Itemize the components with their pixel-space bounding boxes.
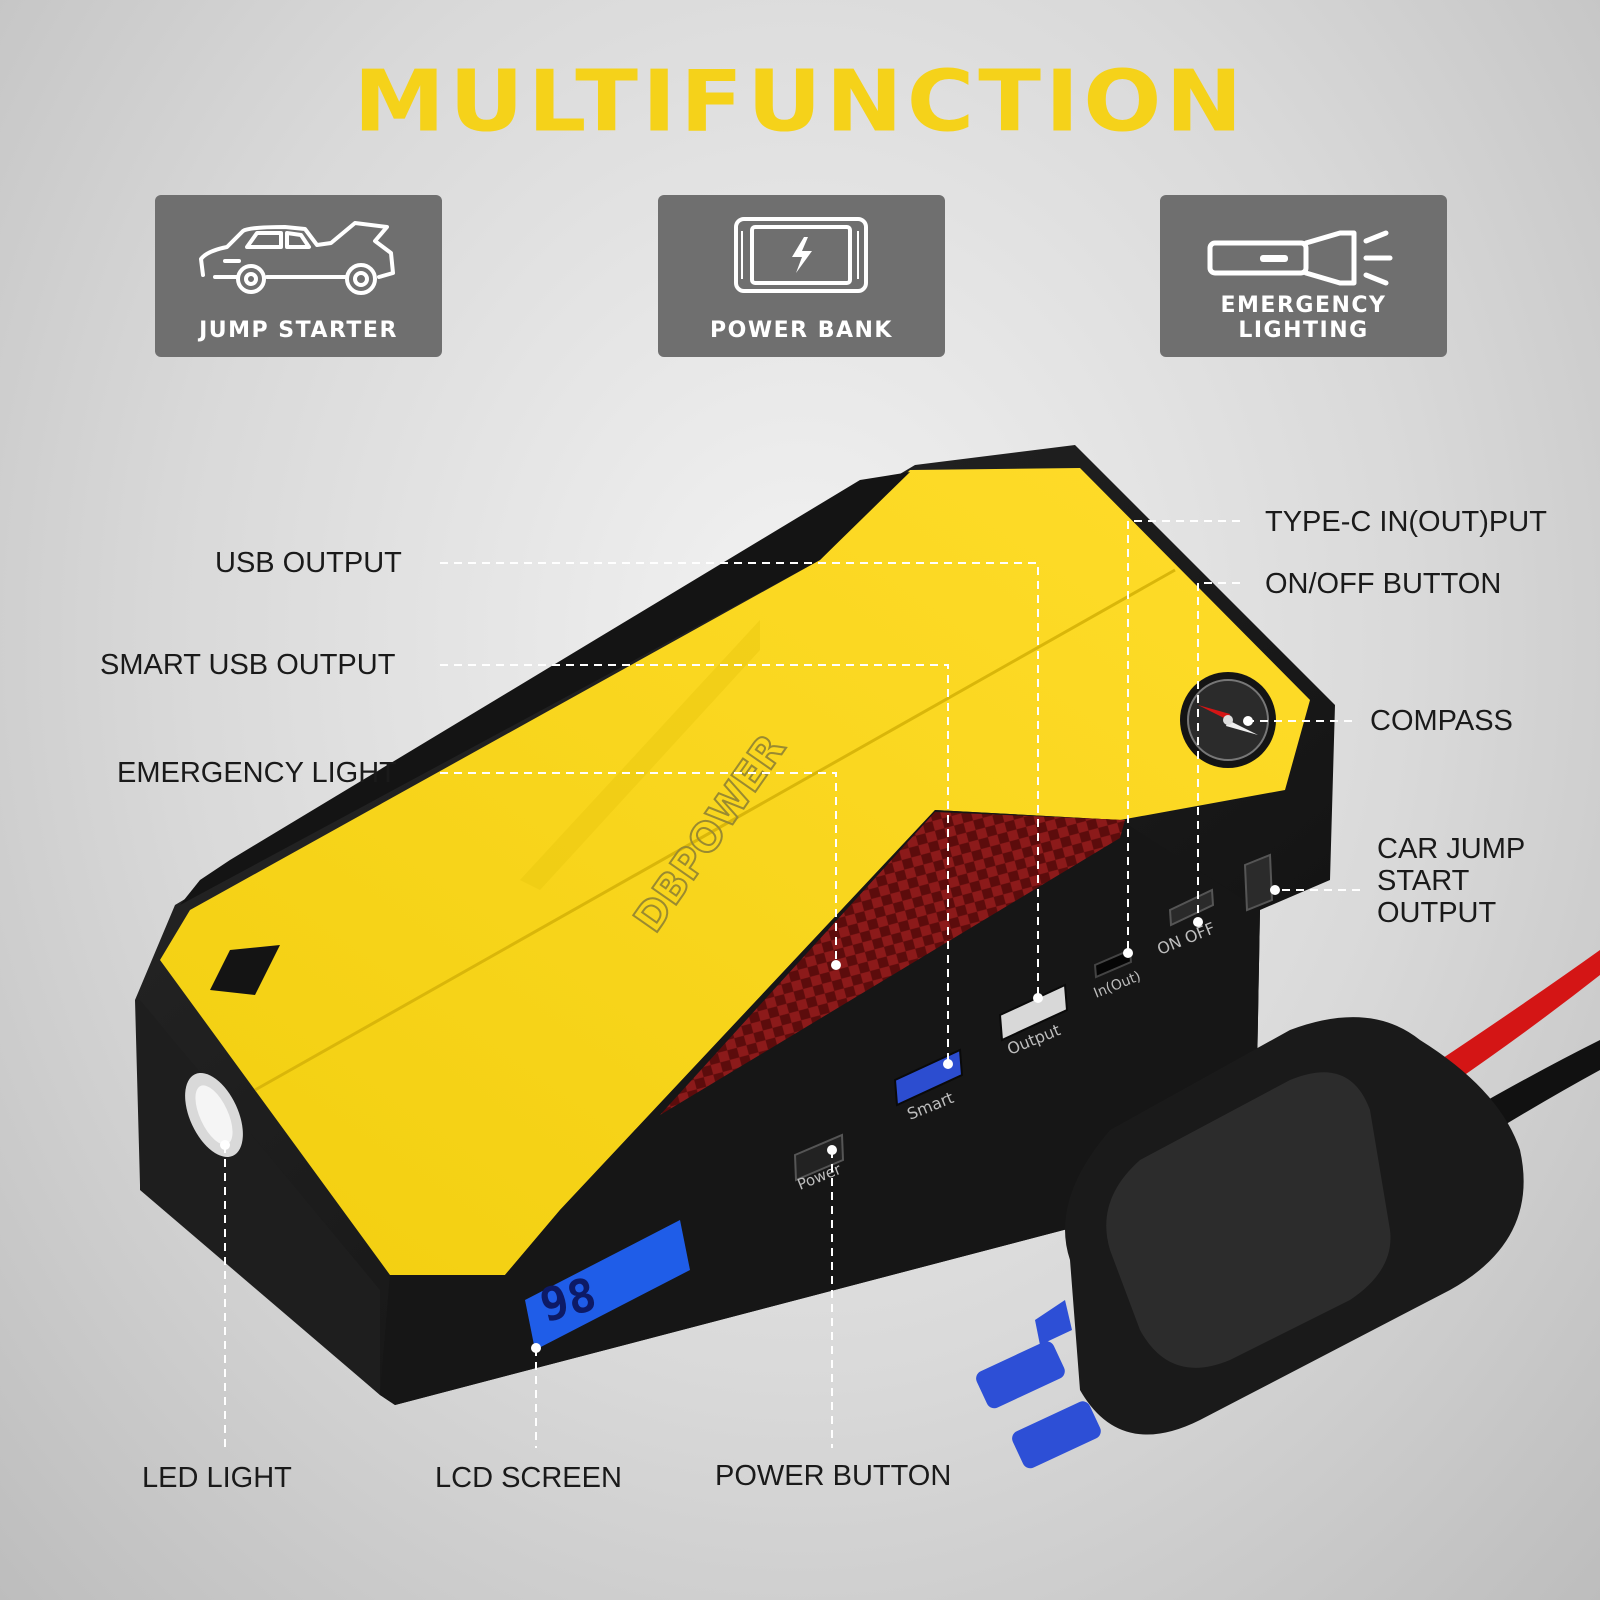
leader-lines	[224, 520, 1360, 1448]
compass	[1180, 672, 1276, 768]
callout-lcd-screen: LCD SCREEN	[435, 1462, 622, 1494]
jump-start-port	[1243, 853, 1274, 912]
callout-on-off-button: ON/OFF BUTTON	[1265, 568, 1502, 600]
cable-clamp	[976, 950, 1600, 1469]
callout-usb-output: USB OUTPUT	[215, 547, 402, 579]
callout-line: CAR JUMP	[1377, 833, 1526, 865]
callout-type-c: TYPE-C IN(OUT)PUT	[1265, 506, 1547, 538]
lcd-screen: 98	[525, 1220, 690, 1350]
lcd-reading: 98	[535, 1267, 602, 1333]
leader-dots	[220, 716, 1280, 1353]
callout-power-button: POWER BUTTON	[715, 1460, 952, 1492]
feature-label: POWER BANK	[710, 318, 893, 343]
usb-port	[998, 983, 1069, 1042]
callout-smart-usb-output: SMART USB OUTPUT	[100, 649, 396, 681]
power-bank-icon	[734, 217, 868, 293]
feature-label: EMERGENCY LIGHTING	[1220, 293, 1387, 343]
feature-card-jump-starter: JUMP STARTER	[155, 195, 442, 357]
car-icon	[199, 221, 395, 295]
feature-card-power-bank: POWER BANK	[658, 195, 945, 357]
feature-card-emergency-lighting: EMERGENCY LIGHTING	[1160, 195, 1447, 357]
feature-label: JUMP STARTER	[199, 318, 398, 343]
flashlight-icon	[1207, 230, 1393, 286]
callout-car-jump-start-output: CAR JUMP START OUTPUT	[1377, 833, 1525, 929]
callout-emergency-light: EMERGENCY LIGHT	[117, 757, 397, 789]
callout-led-light: LED LIGHT	[142, 1462, 292, 1494]
callout-line: OUTPUT	[1377, 897, 1497, 929]
type-c-port	[1093, 948, 1133, 979]
device-body	[135, 445, 1335, 1405]
callout-compass: COMPASS	[1370, 705, 1513, 737]
callout-line: START	[1377, 865, 1470, 897]
headline: MULTIFUNCTION	[353, 52, 1247, 151]
